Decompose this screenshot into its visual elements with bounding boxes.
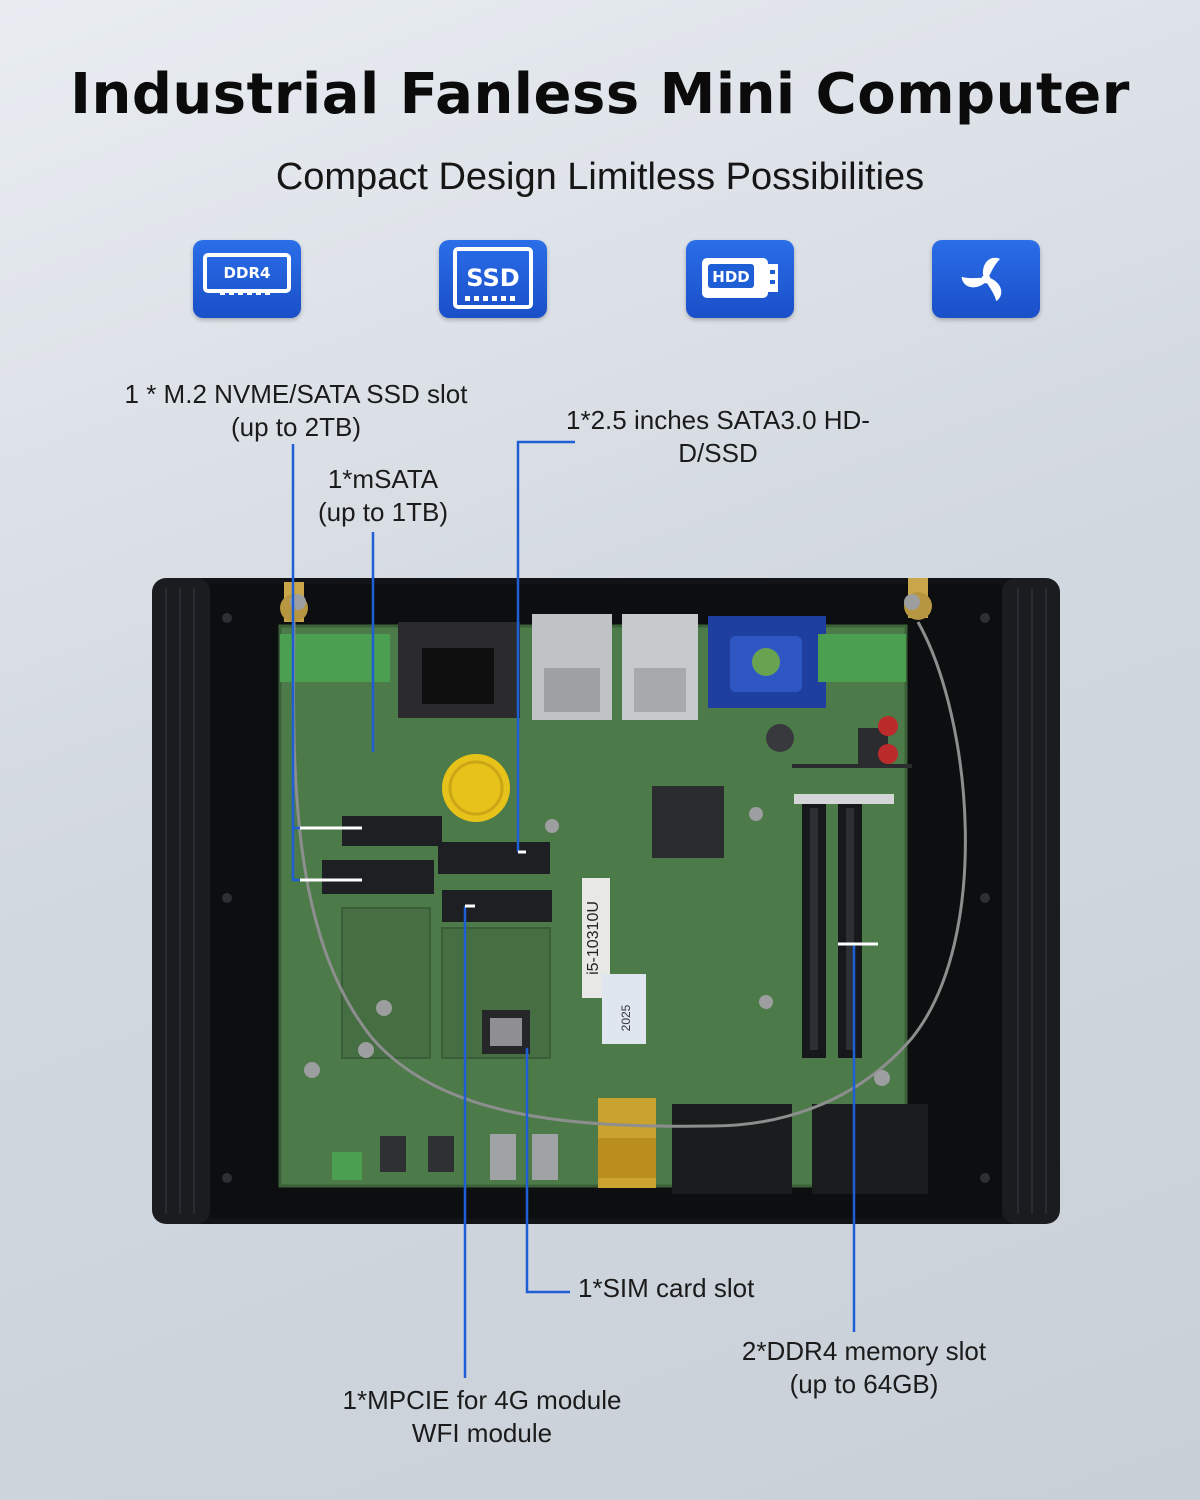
svg-text:DDR4: DDR4 bbox=[224, 264, 271, 282]
cpu-label: i5-10310U bbox=[585, 901, 602, 975]
sim-leader-line bbox=[525, 1048, 570, 1294]
svg-text:SSD: SSD bbox=[466, 264, 519, 292]
callout-sim: 1*SIM card slot bbox=[578, 1273, 755, 1303]
fan-icon bbox=[932, 240, 1040, 318]
callout-mpcie: 1*MPCIE for 4G module WFI module bbox=[342, 1385, 622, 1448]
hdd-icon: HDD bbox=[686, 240, 794, 318]
callout-m2-slot: 1 * M.2 NVME/SATA SSD slot (up to 2TB) bbox=[124, 379, 468, 442]
year-label: 2025 bbox=[619, 1004, 633, 1031]
page-subtitle: Compact Design Limitless Possibilities bbox=[275, 156, 925, 198]
ddr4-icon: DDR4 bbox=[193, 240, 301, 318]
sata-leader-line bbox=[516, 440, 575, 852]
ssd-icon: SSD bbox=[439, 240, 547, 318]
svg-text:HDD: HDD bbox=[712, 268, 749, 286]
mini-pc-photo: i5-10310U 2025 bbox=[152, 578, 1060, 1224]
callout-ddr4: 2*DDR4 memory slot (up to 64GB) bbox=[741, 1336, 987, 1399]
page-title: Industrial Fanless Mini Computer bbox=[70, 62, 1130, 127]
callout-sata: 1*2.5 inches SATA3.0 HD- D/SSD bbox=[566, 405, 870, 468]
callout-msata: 1*mSATA (up to 1TB) bbox=[317, 464, 449, 527]
